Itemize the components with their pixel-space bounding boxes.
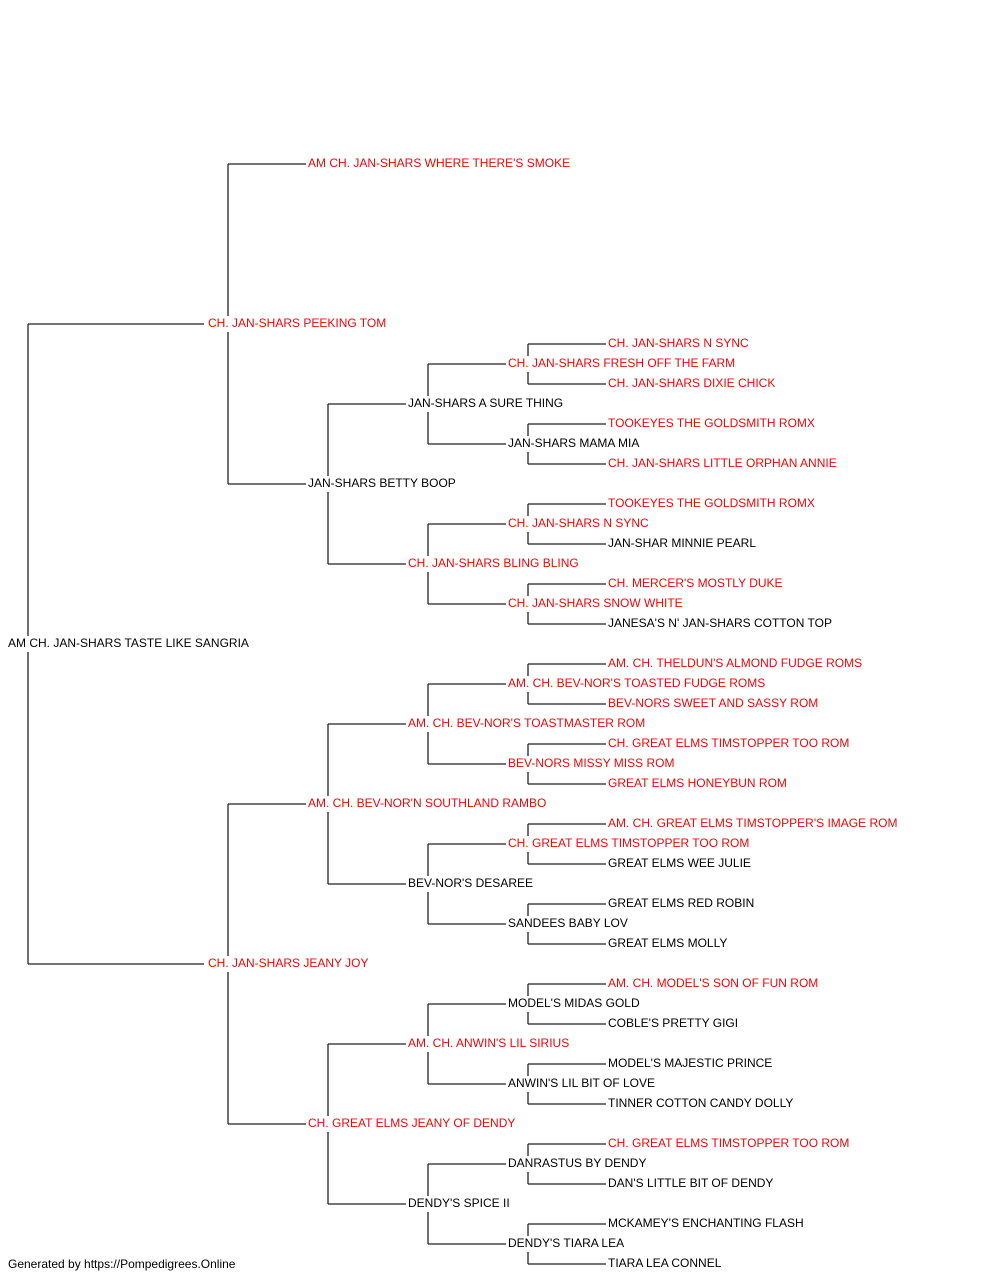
pedigree-gen4-name: AM. CH. BEV-NOR'S TOASTED FUDGE ROMS — [508, 676, 766, 690]
pedigree-gen5-name: AM. CH. THELDUN'S ALMOND FUDGE ROMS — [608, 656, 863, 670]
pedigree-gen5-name: MODEL'S MAJESTIC PRINCE — [608, 1056, 773, 1070]
pedigree-gen5-name: GREAT ELMS HONEYBUN ROM — [608, 776, 787, 790]
pedigree-gen5-name: JAN-SHAR MINNIE PEARL — [608, 536, 757, 550]
pedigree-gen5-name: JANESA'S N' JAN-SHARS COTTON TOP — [608, 616, 832, 630]
pedigree-gen5-name: CH. MERCER'S MOSTLY DUKE — [608, 576, 783, 590]
pedigree-gen5-name: TOOKEYES THE GOLDSMITH ROMX — [608, 416, 815, 430]
pedigree-gen2-name: JAN-SHARS BETTY BOOP — [308, 476, 456, 490]
pedigree-gen5-name: GREAT ELMS MOLLY — [608, 936, 728, 950]
pedigree-gen4-name: CH. JAN-SHARS N SYNC — [508, 516, 649, 530]
pedigree-gen2-name: CH. GREAT ELMS JEANY OF DENDY — [308, 1116, 516, 1130]
pedigree-gen2-name: AM. CH. BEV-NOR'N SOUTHLAND RAMBO — [308, 796, 547, 810]
pedigree-gen3-name: BEV-NOR'S DESAREE — [408, 876, 533, 890]
pedigree-gen5-name: TIARA LEA CONNEL — [608, 1256, 722, 1270]
pedigree-gen4-name: DENDY'S TIARA LEA — [508, 1236, 625, 1250]
pedigree-gen4-name: DANRASTUS BY DENDY — [508, 1156, 647, 1170]
pedigree-gen5-name: TINNER COTTON CANDY DOLLY — [608, 1096, 794, 1110]
pedigree-gen5-name: GREAT ELMS WEE JULIE — [608, 856, 751, 870]
pedigree-gen2-name: AM CH. JAN-SHARS WHERE THERE'S SMOKE — [308, 156, 571, 170]
pedigree-gen4-name: CH. GREAT ELMS TIMSTOPPER TOO ROM — [508, 836, 750, 850]
pedigree-root-name: AM CH. JAN-SHARS TASTE LIKE SANGRIA — [8, 636, 249, 650]
pedigree-gen5-name: CH. JAN-SHARS LITTLE ORPHAN ANNIE — [608, 456, 837, 470]
pedigree-gen3-name: JAN-SHARS A SURE THING — [408, 396, 564, 410]
pedigree-gen5-name: BEV-NORS SWEET AND SASSY ROM — [608, 696, 819, 710]
pedigree-gen4-name: BEV-NORS MISSY MISS ROM — [508, 756, 675, 770]
pedigree-gen5-name: CH. JAN-SHARS DIXIE CHICK — [608, 376, 776, 390]
pedigree-gen5-name: COBLE'S PRETTY GIGI — [608, 1016, 739, 1030]
pedigree-gen5-name: AM. CH. MODEL'S SON OF FUN ROM — [608, 976, 819, 990]
pedigree-gen5-name: MCKAMEY'S ENCHANTING FLASH — [608, 1216, 804, 1230]
pedigree-gen5-name: DAN'S LITTLE BIT OF DENDY — [608, 1176, 774, 1190]
pedigree-gen3-name: AM. CH. BEV-NOR'S TOASTMASTER ROM — [408, 716, 646, 730]
pedigree-gen5-name: CH. GREAT ELMS TIMSTOPPER TOO ROM — [608, 1136, 850, 1150]
pedigree-sire-name: CH. JAN-SHARS PEEKING TOM — [208, 316, 387, 330]
pedigree-gen4-name: JAN-SHARS MAMA MIA — [508, 436, 640, 450]
pedigree-gen5-name: CH. GREAT ELMS TIMSTOPPER TOO ROM — [608, 736, 850, 750]
pedigree-gen3-name: DENDY'S SPICE II — [408, 1196, 510, 1210]
pedigree-gen5-name: AM. CH. GREAT ELMS TIMSTOPPER'S IMAGE RO… — [608, 816, 898, 830]
pedigree-gen4-name: CH. JAN-SHARS SNOW WHITE — [508, 596, 683, 610]
pedigree-gen5-name: GREAT ELMS RED ROBIN — [608, 896, 755, 910]
pedigree-gen4-name: MODEL'S MIDAS GOLD — [508, 996, 640, 1010]
pedigree-gen3-name: CH. JAN-SHARS BLING BLING — [408, 556, 579, 570]
pedigree-gen4-name: SANDEES BABY LOV — [508, 916, 628, 930]
pedigree-gen5-name: TOOKEYES THE GOLDSMITH ROMX — [608, 496, 815, 510]
pedigree-gen3-name: AM. CH. ANWIN'S LIL SIRIUS — [408, 1036, 570, 1050]
pedigree-dam-name: CH. JAN-SHARS JEANY JOY — [208, 956, 369, 970]
pedigree-gen4-name: ANWIN'S LIL BIT OF LOVE — [508, 1076, 655, 1090]
footer-credit: Generated by https://Pompedigrees.Online — [8, 1257, 236, 1271]
pedigree-gen5-name: CH. JAN-SHARS N SYNC — [608, 336, 749, 350]
pedigree-gen4-name: CH. JAN-SHARS FRESH OFF THE FARM — [508, 356, 736, 370]
